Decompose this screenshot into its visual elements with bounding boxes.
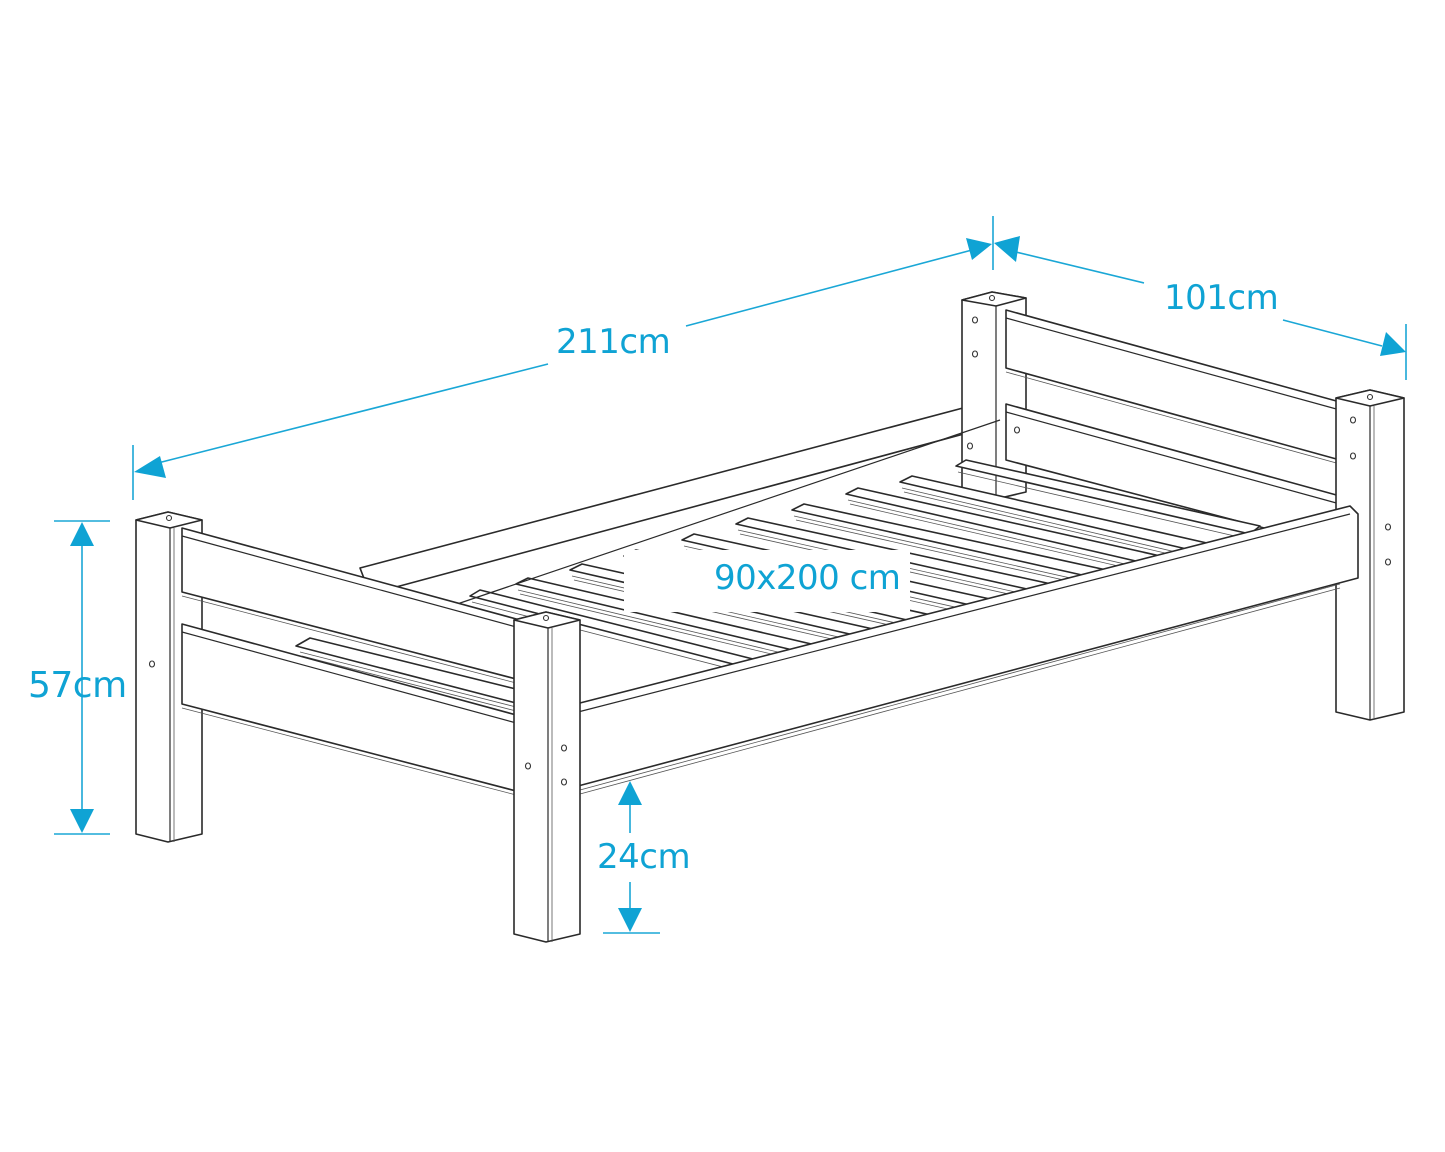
slat (955, 459, 1261, 541)
foot-end (135, 511, 521, 843)
slat (295, 637, 521, 713)
width-dimension-line (994, 236, 1407, 380)
arrow-right-icon (966, 238, 992, 260)
arrow-right-icon (1380, 332, 1406, 356)
width-label: 101cm (1160, 279, 1283, 317)
clearance-dimension-line (603, 781, 660, 934)
clearance-label: 24cm (595, 837, 693, 877)
front-foot-post (513, 611, 581, 943)
arrow-up-icon (70, 522, 94, 546)
arrow-left-icon (994, 236, 1020, 262)
length-label: 211cm (552, 323, 675, 361)
arrow-left-icon (134, 456, 166, 478)
mattress-size-label: 90x200 cm (710, 559, 905, 597)
arrow-down-icon (618, 908, 642, 932)
height-dimension-line (54, 520, 110, 835)
arrow-down-icon (70, 809, 94, 833)
arrow-up-icon (618, 781, 642, 805)
height-label: 57cm (28, 665, 127, 706)
length-dimension-line (132, 216, 994, 500)
head-end (961, 291, 1405, 721)
